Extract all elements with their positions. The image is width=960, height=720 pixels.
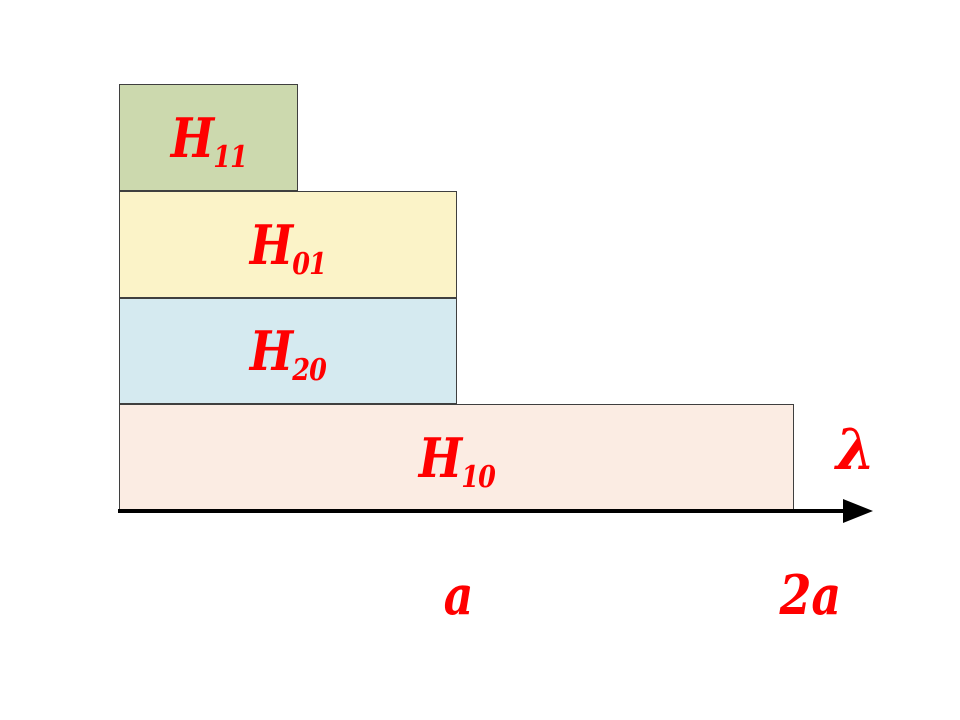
wavelength-axis-line [118,509,848,513]
mode-label-h11: H11 [170,105,247,175]
mode-box-h11: H11 [119,84,298,191]
axis-symbol-lambda: λ [836,417,876,483]
mode-box-h01: H01 [119,191,457,298]
mode-box-h20: H20 [119,298,457,404]
mode-label-h10: H10 [418,425,495,495]
mode-label-h01: H01 [249,212,327,282]
tick-label-2a: 2a [779,563,842,627]
axis-arrow-icon [843,499,873,523]
tick-label-a: a [443,563,474,627]
mode-label-h20: H20 [249,319,327,388]
mode-box-h10: H10 [119,404,794,511]
